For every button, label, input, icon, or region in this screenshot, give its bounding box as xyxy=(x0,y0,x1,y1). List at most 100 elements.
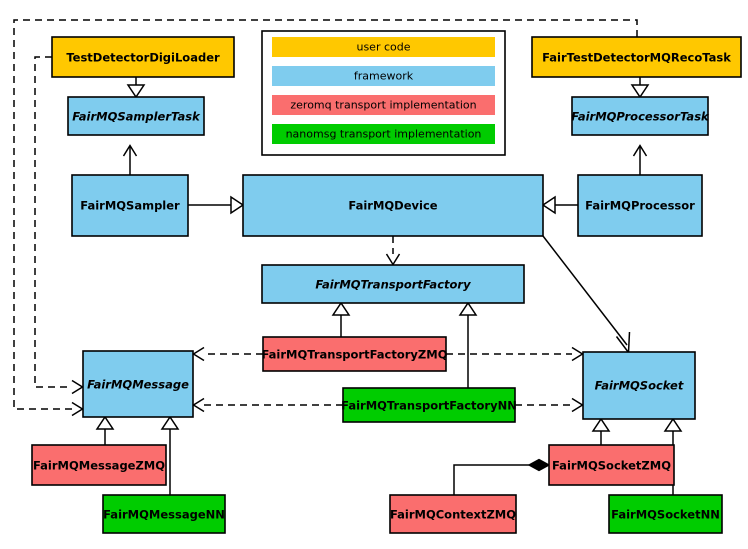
node-fair-mq-transport-factory[interactable]: FairMQTransportFactory xyxy=(261,264,525,304)
edge-socketzmq-contextzmq xyxy=(453,458,551,495)
node-label: FairMQProcessor xyxy=(585,199,695,213)
legend-label-nanomsg: nanomsg transport implementation xyxy=(286,128,482,141)
edge-recotask-processortask xyxy=(630,77,650,99)
node-box[interactable] xyxy=(342,387,516,423)
node-box[interactable] xyxy=(51,36,235,78)
hollow-triangle-head xyxy=(95,415,115,430)
node-box[interactable] xyxy=(571,96,709,136)
node-fair-mq-socket[interactable]: FairMQSocket xyxy=(582,351,696,420)
open-arrow-head xyxy=(71,379,84,395)
open-arrow-head xyxy=(71,401,84,417)
legend-item-user-code: user code xyxy=(272,37,495,57)
node-fair-test-detector-mq-reco-task[interactable]: FairTestDetectorMQRecoTask xyxy=(531,36,742,78)
node-box[interactable] xyxy=(242,174,544,237)
hollow-triangle-head xyxy=(591,417,611,432)
node-box[interactable] xyxy=(577,174,703,237)
legend-swatch-framework xyxy=(272,66,495,86)
node-label: FairMQTransportFactory xyxy=(315,278,471,292)
open-arrow-head xyxy=(632,144,648,157)
legend-item-framework: framework xyxy=(272,66,495,86)
node-box[interactable] xyxy=(389,494,517,534)
node-label: FairTestDetectorMQRecoTask xyxy=(542,51,731,65)
legend-item-zeromq: zeromq transport implementation xyxy=(272,95,495,115)
hollow-triangle-head xyxy=(630,84,650,99)
edge-layer xyxy=(13,19,683,495)
open-arrow-head xyxy=(571,397,584,413)
node-fair-mq-socket-nn[interactable]: FairMQSocketNN xyxy=(608,494,723,534)
edge-factorynn-transportfactory xyxy=(458,301,478,388)
legend-item-nanomsg: nanomsg transport implementation xyxy=(272,124,495,144)
node-box[interactable] xyxy=(531,36,742,78)
legend-label-user-code: user code xyxy=(356,41,410,54)
node-label: TestDetectorDigiLoader xyxy=(66,51,220,65)
edge-sampler-samplertask xyxy=(122,144,138,175)
node-label: FairMQSocketZMQ xyxy=(552,459,671,473)
hollow-triangle-head xyxy=(663,417,683,432)
node-fair-mq-message-nn[interactable]: FairMQMessageNN xyxy=(102,494,226,534)
node-box[interactable] xyxy=(262,336,447,372)
node-fair-mq-message-zmq[interactable]: FairMQMessageZMQ xyxy=(31,444,167,486)
hollow-triangle-head xyxy=(230,195,245,215)
node-test-detector-digi-loader[interactable]: TestDetectorDigiLoader xyxy=(51,36,235,78)
node-box[interactable] xyxy=(261,264,525,304)
edge-sampler-device xyxy=(188,195,245,215)
edge-processor-processortask xyxy=(632,144,648,175)
node-box[interactable] xyxy=(548,444,675,486)
node-box[interactable] xyxy=(67,96,205,136)
open-arrow-head xyxy=(192,397,205,413)
legend-panel: user code framework zeromq transport imp… xyxy=(261,30,506,156)
node-label: FairMQMessage xyxy=(87,378,189,392)
node-fair-mq-transport-factory-nn[interactable]: FairMQTransportFactoryNN xyxy=(341,387,517,423)
node-box[interactable] xyxy=(31,444,167,486)
node-fair-mq-socket-zmq[interactable]: FairMQSocketZMQ xyxy=(548,444,675,486)
edge-messagenn-message xyxy=(160,415,180,495)
node-label: FairMQDevice xyxy=(348,199,437,213)
node-fair-mq-message[interactable]: FairMQMessage xyxy=(82,350,194,418)
edge-path xyxy=(13,19,638,410)
hollow-triangle-head xyxy=(458,301,478,316)
node-label: FairMQTransportFactoryNN xyxy=(341,399,517,413)
edge-factoryzmq-message xyxy=(192,346,263,362)
edge-factorynn-message xyxy=(192,397,343,413)
node-label: FairMQSamplerTask xyxy=(72,110,201,124)
node-layer: TestDetectorDigiLoader FairTestDetectorM… xyxy=(31,36,742,534)
edge-messagezmq-message xyxy=(95,415,115,445)
edge-device-transportfactory xyxy=(385,236,401,266)
node-fair-mq-processor[interactable]: FairMQProcessor xyxy=(577,174,703,237)
node-label: FairMQProcessorTask xyxy=(571,110,710,124)
node-fair-mq-transport-factory-zmq[interactable]: FairMQTransportFactoryZMQ xyxy=(261,336,448,372)
node-fair-mq-processor-task[interactable]: FairMQProcessorTask xyxy=(571,96,710,136)
hollow-triangle-head xyxy=(160,415,180,430)
node-box[interactable] xyxy=(82,350,194,418)
node-label: FairMQTransportFactoryZMQ xyxy=(261,348,447,362)
node-box[interactable] xyxy=(582,351,696,420)
hollow-triangle-head xyxy=(126,84,146,99)
edge-socketzmq-socket xyxy=(591,417,611,445)
node-box[interactable] xyxy=(102,494,226,534)
node-box[interactable] xyxy=(608,494,723,534)
edge-factoryzmq-transportfactory xyxy=(331,301,351,337)
legend-label-zeromq: zeromq transport implementation xyxy=(290,99,476,112)
legend-label-framework: framework xyxy=(354,70,414,83)
open-arrow-head xyxy=(122,144,138,157)
hollow-triangle-head xyxy=(541,195,556,215)
node-label: FairMQSocket xyxy=(595,379,684,393)
hollow-triangle-head xyxy=(331,301,351,316)
node-label: FairMQSampler xyxy=(80,199,180,213)
edge-factoryzmq-socket xyxy=(446,346,584,362)
open-arrow-head xyxy=(571,346,584,362)
legend-swatch-user-code xyxy=(272,37,495,57)
node-label: FairMQSocketNN xyxy=(611,508,720,522)
node-fair-mq-sampler[interactable]: FairMQSampler xyxy=(71,174,189,237)
open-arrow-head xyxy=(192,346,205,362)
edge-digiloader-samplertask xyxy=(126,77,146,99)
node-fair-mq-context-zmq[interactable]: FairMQContextZMQ xyxy=(389,494,517,534)
node-fair-mq-sampler-task[interactable]: FairMQSamplerTask xyxy=(67,96,205,136)
filled-diamond-head xyxy=(527,458,551,472)
edge-path xyxy=(542,235,628,346)
node-box[interactable] xyxy=(71,174,189,237)
node-fair-mq-device[interactable]: FairMQDevice xyxy=(242,174,544,237)
edge-device-socket xyxy=(542,235,631,355)
